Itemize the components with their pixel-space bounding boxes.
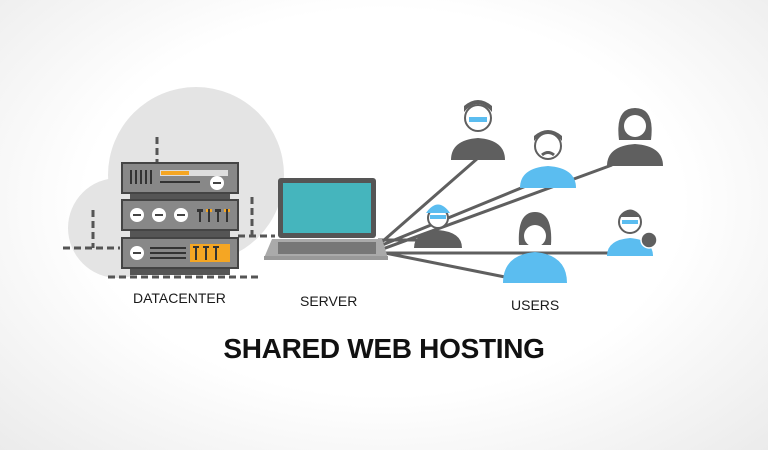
line-support [379, 163, 613, 252]
user-woman [503, 212, 567, 283]
laptop-server [264, 178, 388, 260]
users-label: USERS [511, 297, 560, 313]
server-label: SERVER [300, 293, 358, 309]
server-rack [121, 162, 239, 275]
user-businessman [451, 100, 505, 160]
line-businessman [374, 156, 479, 250]
user-support-agent [607, 108, 663, 166]
network-dashes [63, 137, 275, 279]
user-doctor [520, 130, 576, 188]
user-engineer [414, 204, 462, 248]
datacenter-label: DATACENTER [133, 290, 226, 306]
line-woman [384, 251, 506, 279]
connection-lines [374, 156, 620, 279]
user-idea-person [607, 209, 658, 256]
lightbulb-icon [640, 231, 658, 249]
page-title: SHARED WEB HOSTING [223, 333, 545, 364]
